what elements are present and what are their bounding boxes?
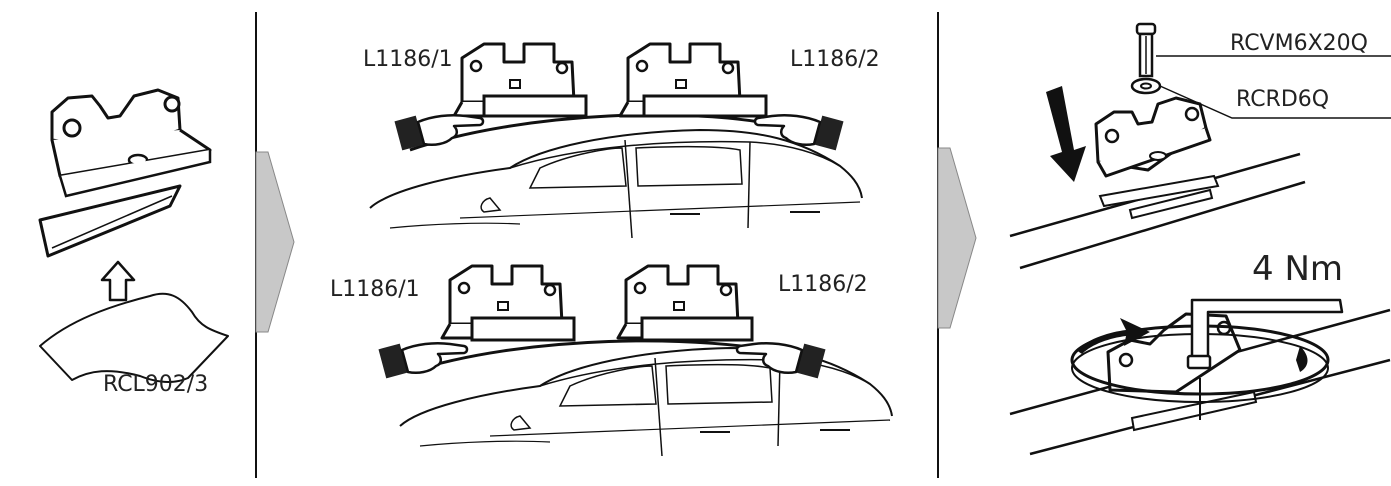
panel-3-bottom-group: 4 Nm [1009, 249, 1391, 456]
label-l1186-1-top: L1186/1 [363, 47, 453, 72]
label-l1186-1-bottom: L1186/1 [330, 277, 420, 302]
pointing-hand-icon [737, 343, 826, 378]
pad-top-right [642, 94, 768, 118]
panel-3-top-group: RCVM6X20Q RCRD6Q [1009, 22, 1391, 270]
label-l1186-2-top: L1186/2 [790, 47, 880, 72]
part-label-rcl902: RCL902/3 [103, 372, 208, 397]
panel-1-group: RCL902/3 [38, 88, 229, 397]
car-drawing-top [369, 129, 863, 239]
tape-strip-drawing [39, 292, 229, 383]
panel-2-bottom-group: L1186/1 L1186/2 [330, 264, 893, 457]
label-rcvm6x20q: RCVM6X20Q [1230, 31, 1368, 56]
pad-top-left [482, 94, 588, 118]
pad-bottom-left [470, 316, 576, 342]
label-rcrd6q: RCRD6Q [1236, 87, 1329, 112]
flow-arrow-icon [255, 151, 295, 333]
washer-rcrd6q [1130, 77, 1162, 95]
down-arrow-icon [1046, 86, 1086, 182]
bracket-clip-drawing [38, 88, 212, 258]
hex-key-tool [1186, 298, 1344, 420]
up-arrow-icon [100, 260, 136, 302]
label-l1186-2-bottom: L1186/2 [778, 272, 868, 297]
pointing-hand-icon [755, 115, 844, 150]
label-torque: 4 Nm [1252, 249, 1343, 289]
bolt-rcvm6x20q [1135, 22, 1157, 78]
flow-arrow-icon [937, 147, 977, 329]
pad-bottom-right [640, 316, 754, 342]
panel-2-top-group: L1186/1 L1186/2 [363, 42, 880, 239]
